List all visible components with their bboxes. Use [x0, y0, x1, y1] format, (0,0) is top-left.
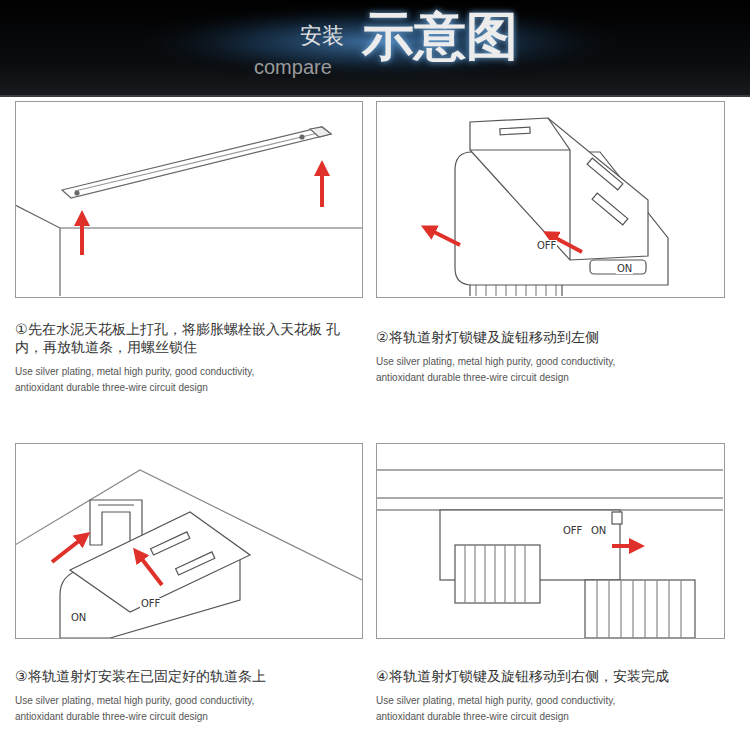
- header-glow: [120, 2, 640, 82]
- panel-frame: [376, 101, 725, 298]
- switch-mark: ON: [590, 525, 607, 536]
- panel-frame: [15, 101, 363, 298]
- title-part: 安装: [300, 24, 344, 48]
- step-description: Use silver plating, metal high purity, g…: [376, 354, 621, 386]
- illustration-panel: ①先在水泥天花板上打孔，将膨胀螺栓嵌入天花板 孔内，再放轨道条，用螺丝锁住 Use…: [15, 101, 363, 396]
- step-description: Use silver plating, metal high purity, g…: [15, 364, 260, 396]
- ceiling-drawing: [16, 127, 362, 296]
- step-caption: ③将轨道射灯安装在已固定好的轨道条上: [15, 667, 363, 685]
- mounted-adapter-drawing: [377, 470, 723, 638]
- red-arrow: [612, 544, 637, 548]
- switch-mark: ON: [70, 612, 87, 623]
- step-description: Use silver plating, metal high purity, g…: [15, 693, 260, 725]
- switch-mark: ON: [616, 263, 633, 274]
- panel-frame: [15, 443, 363, 639]
- switch-mark: OFF: [140, 598, 161, 609]
- subtitle: compare: [254, 56, 332, 78]
- title-part: 示意图: [362, 8, 518, 65]
- red-arrow: [428, 229, 582, 252]
- red-arrow: [82, 168, 322, 255]
- step-caption: ②将轨道射灯锁键及旋钮移动到左侧: [376, 328, 725, 346]
- step-caption: ④将轨道射灯锁键及旋钮移动到右侧，安装完成: [376, 667, 725, 685]
- switch-mark: OFF: [536, 240, 557, 251]
- header-band: [0, 0, 750, 97]
- adapter-drawing: [455, 118, 668, 296]
- track-adapter-drawing: [16, 470, 362, 638]
- step-caption: ①先在水泥天花板上打孔，将膨胀螺栓嵌入天花板 孔内，再放轨道条，用螺丝锁住: [15, 320, 363, 356]
- red-arrow: [52, 537, 162, 585]
- illustration-panel: ④将轨道射灯锁键及旋钮移动到右侧，安装完成 Use silver plating,…: [376, 443, 725, 725]
- header-edge: [0, 95, 750, 97]
- step-description: Use silver plating, metal high purity, g…: [376, 693, 621, 725]
- switch-mark: OFF: [562, 525, 583, 536]
- panel-frame: [376, 443, 725, 639]
- illustration-panel: ③将轨道射灯安装在已固定好的轨道条上 Use silver plating, me…: [15, 443, 363, 725]
